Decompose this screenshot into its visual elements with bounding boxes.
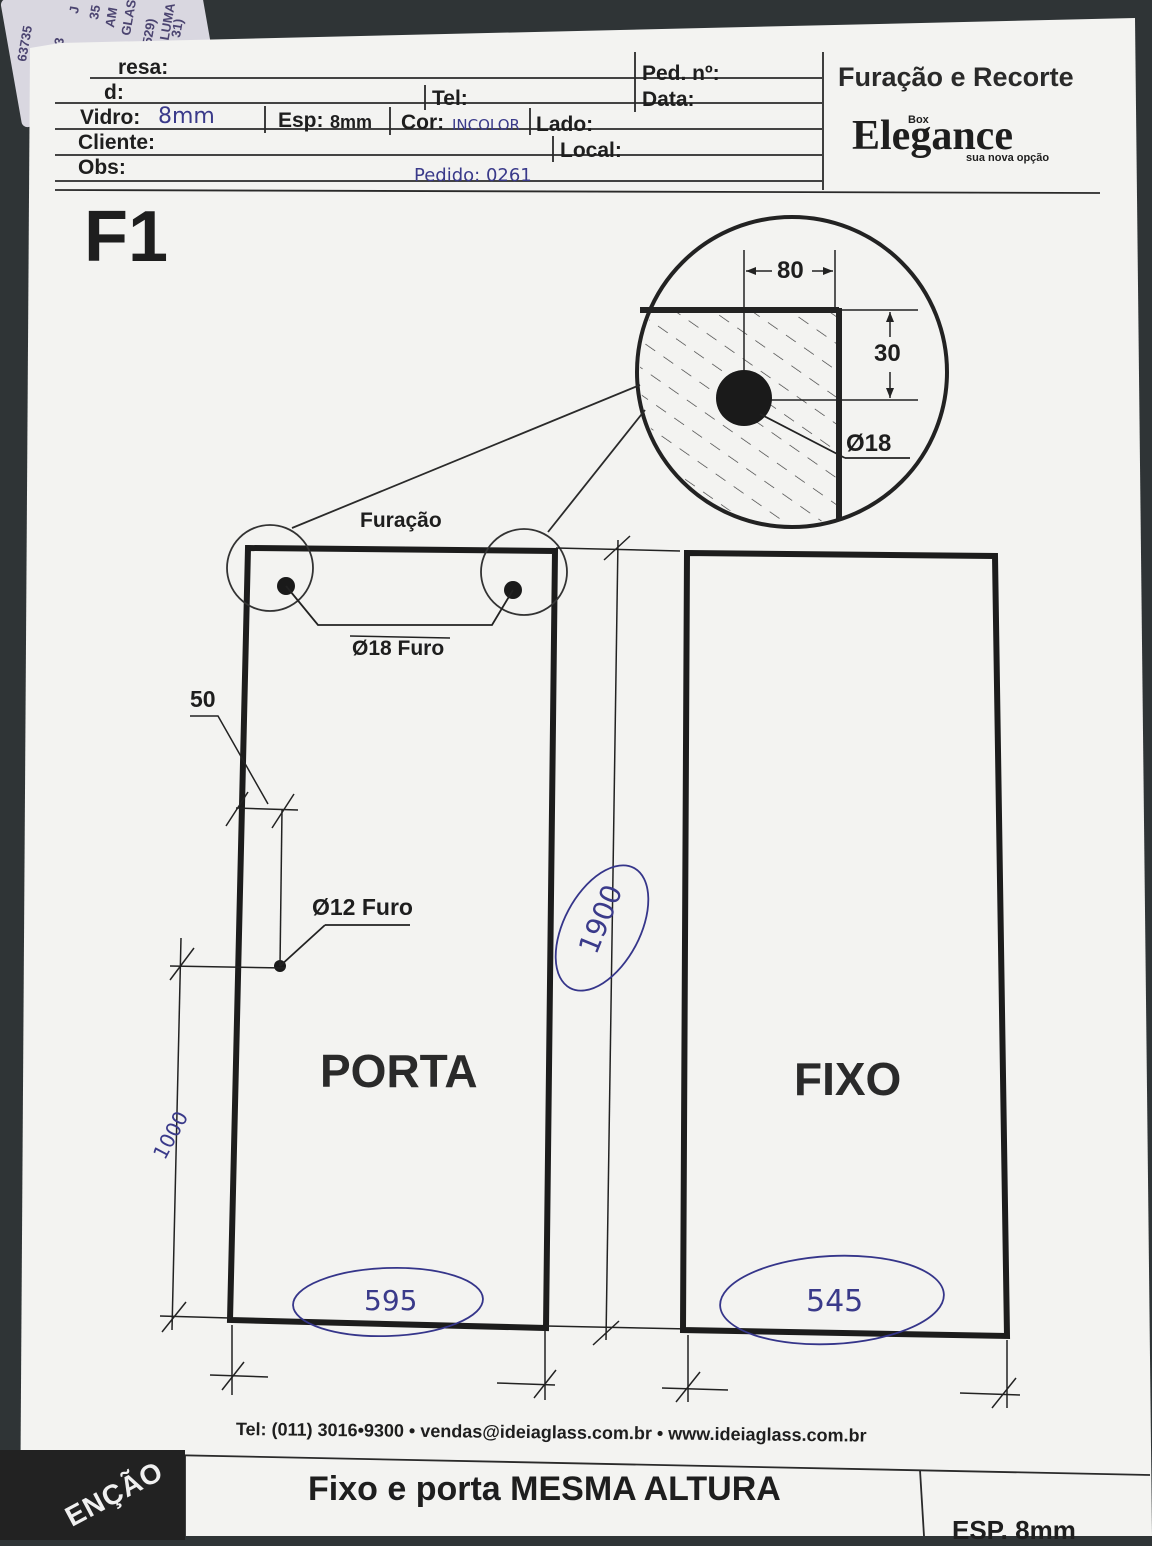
dimension-50: 50 [190, 686, 216, 712]
obs-value: Pedido: 0261 [414, 165, 532, 186]
fixo-label: FIXO [794, 1053, 902, 1105]
dimension-80: 80 [777, 257, 804, 284]
obs-label: Obs: [78, 156, 126, 179]
leader-lines [291, 384, 646, 533]
footer-note: Fixo e porta MESMA ALTURA [308, 1470, 781, 1508]
drawing-code: F1 [84, 197, 169, 277]
cliente-label: Cliente: [78, 131, 156, 154]
vidro-value: 8mm [158, 104, 215, 129]
data-label: Data: [642, 88, 695, 111]
lado-label: Lado: [536, 113, 594, 136]
porta-panel [159, 524, 691, 1400]
paper-sheet [20, 18, 1152, 1536]
vidro-label: Vidro: [80, 106, 141, 129]
fixo-panel [661, 549, 1021, 1409]
furacao-label: Furação [360, 509, 442, 532]
empresa-label: resa: [118, 56, 169, 79]
footer-lines [19, 1451, 1151, 1536]
endereco-label: d: [104, 81, 124, 104]
width-545: 545 [806, 1284, 864, 1319]
ped-label: Ped. nº: [642, 62, 720, 85]
brand-box: Box [908, 114, 929, 126]
tel-label: Tel: [432, 87, 468, 110]
brand-logo: Elegance [852, 113, 1013, 159]
footer-esp-partial: ESP. 8mm [952, 1515, 1076, 1545]
brand-tagline: sua nova opção [966, 152, 1050, 164]
cor-value: INCOLOR [452, 116, 520, 134]
porta-label: PORTA [320, 1045, 478, 1097]
warning-tab [0, 1450, 185, 1540]
furo-18-label: Ø18 Furo [352, 637, 445, 660]
dimension-18: Ø18 [846, 430, 892, 457]
cor-label: Cor: [401, 111, 445, 134]
header-form-lines [54, 52, 1101, 194]
furo-12-label: Ø12 Furo [312, 894, 413, 920]
width-595: 595 [364, 1284, 418, 1317]
local-label: Local: [560, 139, 622, 162]
esp-label: Esp: [278, 109, 324, 132]
dimension-30: 30 [874, 340, 901, 367]
esp-value: 8mm [330, 112, 373, 132]
brand-title: Furação e Recorte [838, 62, 1074, 92]
